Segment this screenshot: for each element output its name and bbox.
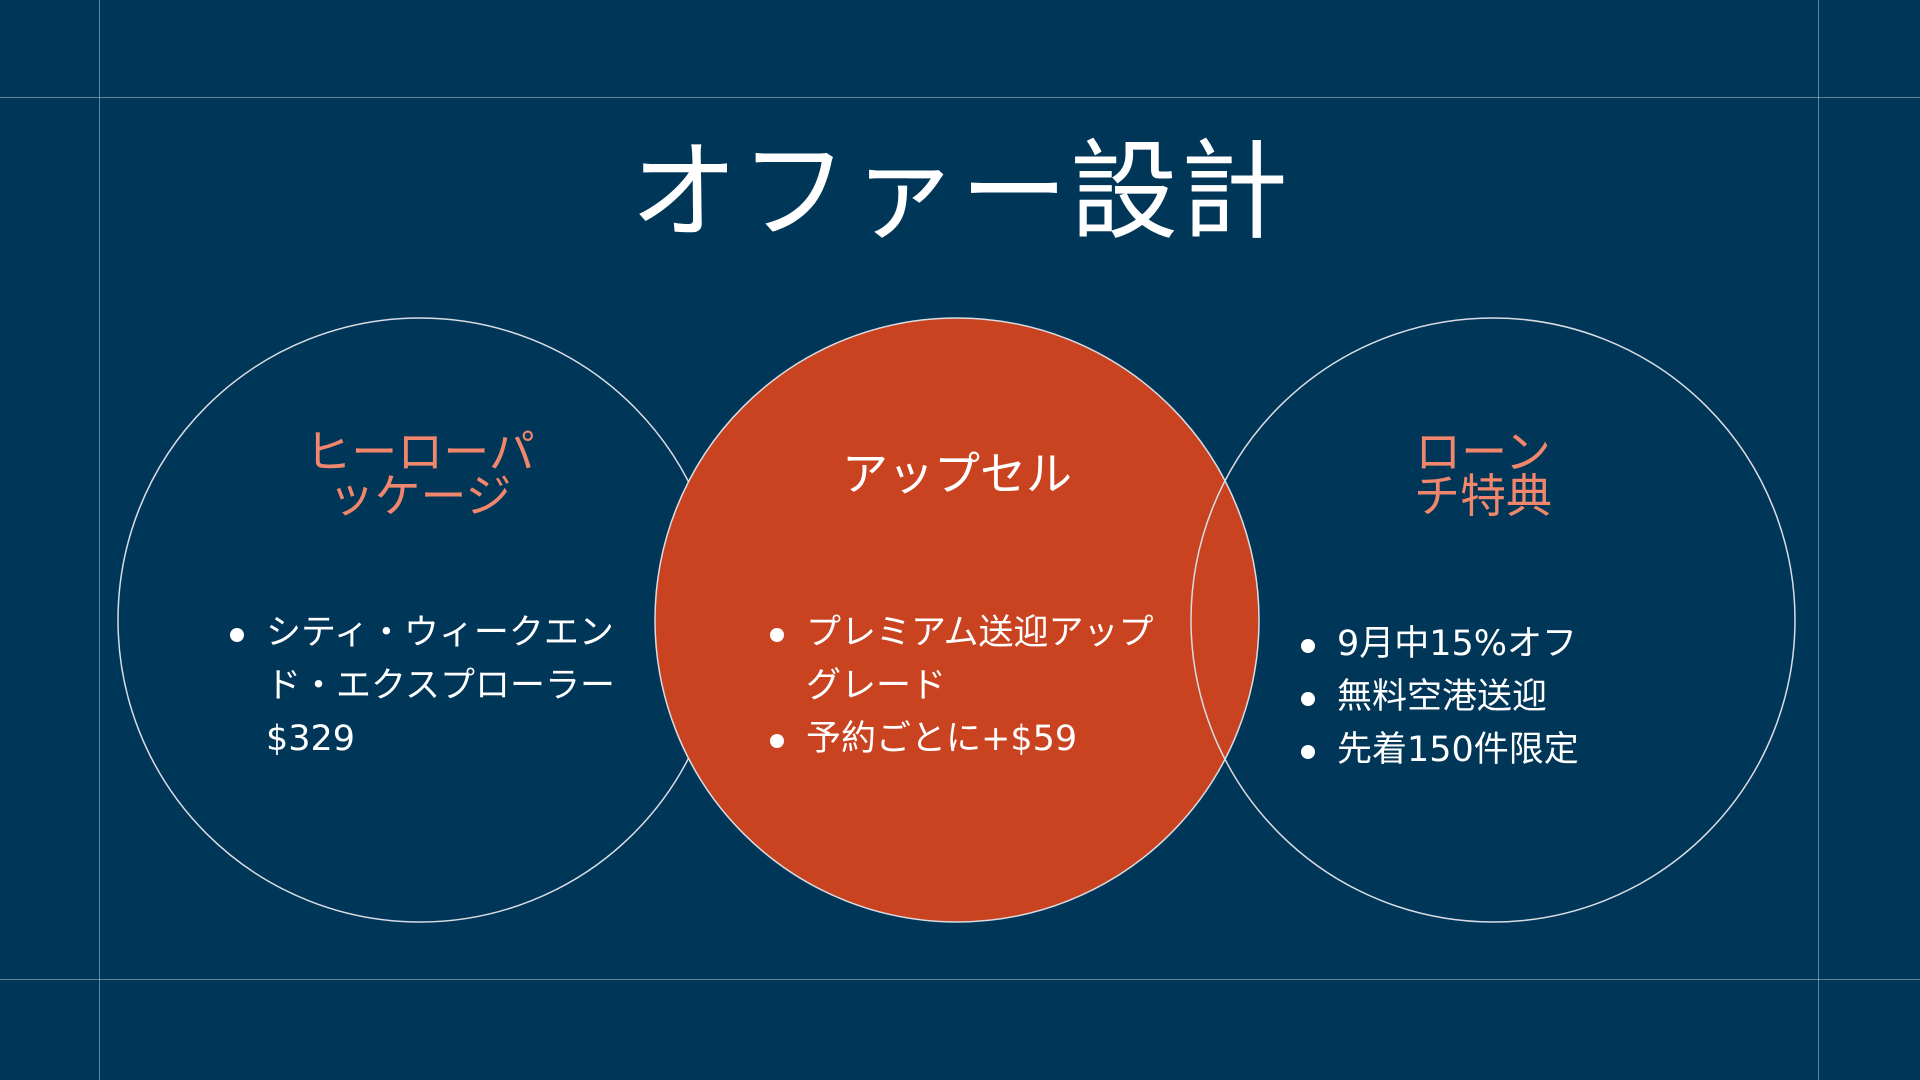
upsell-heading-line-1: アップセル bbox=[842, 447, 1072, 501]
slide-title: オファー設計 bbox=[629, 130, 1290, 255]
launch-offer-bullet-1: 9月中15%オフ bbox=[1297, 618, 1627, 671]
upsell-bullet-1: プレミアム送迎アップグレード bbox=[766, 607, 1156, 713]
guide-line-top bbox=[0, 97, 1920, 98]
hero-package-heading-line-1: ヒーローパ bbox=[305, 425, 535, 479]
upsell-bullets: プレミアム送迎アップグレード 予約ごとに+$59 bbox=[766, 607, 1156, 766]
circle-upsell bbox=[654, 317, 1260, 923]
guide-line-left bbox=[99, 0, 100, 1080]
hero-package-heading: ヒーローパ ッケージ bbox=[250, 425, 590, 523]
hero-package-bullets: シティ・ウィークエンド・エクスプローラー $329 bbox=[226, 607, 616, 766]
launch-offer-bullet-2: 無料空港送迎 bbox=[1297, 671, 1627, 724]
upsell-bullet-2: 予約ごとに+$59 bbox=[766, 713, 1156, 766]
launch-offer-block: ローン チ特典 bbox=[1383, 425, 1583, 523]
launch-offer-heading-line-2: チ特典 bbox=[1414, 469, 1552, 523]
hero-package-heading-line-2: ッケージ bbox=[328, 469, 512, 523]
upsell-heading: アップセル bbox=[787, 447, 1127, 501]
launch-offer-heading: ローン チ特典 bbox=[1383, 425, 1583, 523]
guide-line-bottom bbox=[0, 979, 1920, 980]
launch-offer-heading-line-1: ローン bbox=[1415, 425, 1551, 479]
guide-line-right bbox=[1818, 0, 1819, 1080]
launch-offer-bullets: 9月中15%オフ 無料空港送迎 先着150件限定 bbox=[1297, 618, 1627, 777]
hero-package-bullet-1: シティ・ウィークエンド・エクスプローラー $329 bbox=[226, 607, 616, 766]
hero-package-block: ヒーローパ ッケージ bbox=[250, 425, 590, 523]
circle-launch-offer bbox=[1190, 317, 1796, 923]
launch-offer-bullet-3: 先着150件限定 bbox=[1297, 724, 1627, 777]
upsell-block: アップセル bbox=[787, 447, 1127, 501]
